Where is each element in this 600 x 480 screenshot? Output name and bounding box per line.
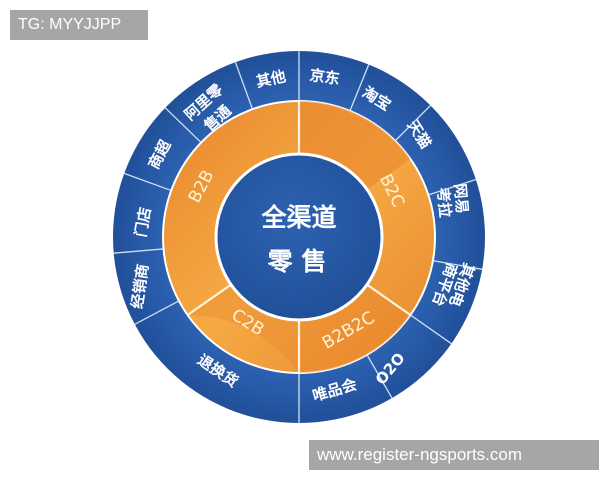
- channel-label-jd: 京东: [309, 66, 341, 88]
- center-disc: [214, 152, 384, 322]
- watermark-bottom: www.register-ngsports.com: [309, 440, 599, 470]
- middle-ring-dividers: [186, 101, 412, 373]
- channel-label-kaola-2: 考拉: [434, 187, 455, 218]
- center-title-line2: 零 售: [267, 247, 327, 276]
- channel-label-other: 其他: [254, 67, 287, 91]
- center-title-line1: 全渠道: [260, 203, 336, 232]
- watermark-top: TG: MYYJJPP: [10, 10, 148, 40]
- channel-label-store: 门店: [132, 206, 155, 239]
- outer-ring-dividers: [113, 51, 483, 423]
- channel-label-kaola-1: 网易: [451, 183, 472, 214]
